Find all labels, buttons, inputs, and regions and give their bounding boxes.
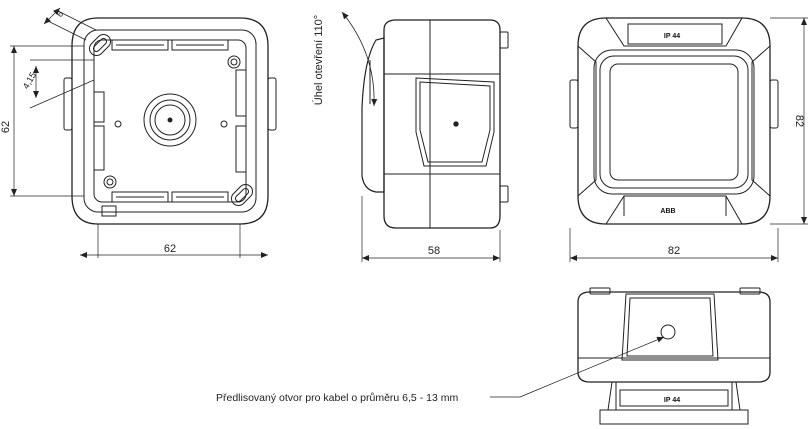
cable-hole-leader [490,336,665,398]
dim-slot-width: 6 [55,9,66,20]
ip-marking-front: IP 44 [664,33,680,40]
dim-front-width: 82 [668,245,680,257]
front-view [569,17,779,225]
dim-hole-offset: 4,15 [21,70,38,90]
brand-mark: ABB [660,208,675,215]
side-view-dimensions [361,196,501,262]
dim-side-depth: 58 [428,245,440,257]
side-view [361,19,509,229]
bottom-view [577,287,771,425]
top-view [63,17,277,225]
dim-front-height: 82 [793,115,805,127]
cable-hole-note: Předlisovaný otvor pro kabel o průměru 6… [216,392,458,404]
opening-angle-arc [341,11,378,107]
opening-angle-label: Úhel otevření 110° [312,15,325,105]
dim-top-height: 62 [0,121,12,133]
front-view-dimensions [569,17,808,262]
ip-marking-bottom: IP 44 [664,397,680,404]
dim-top-width: 62 [164,243,176,255]
top-view-dimensions [10,7,268,258]
